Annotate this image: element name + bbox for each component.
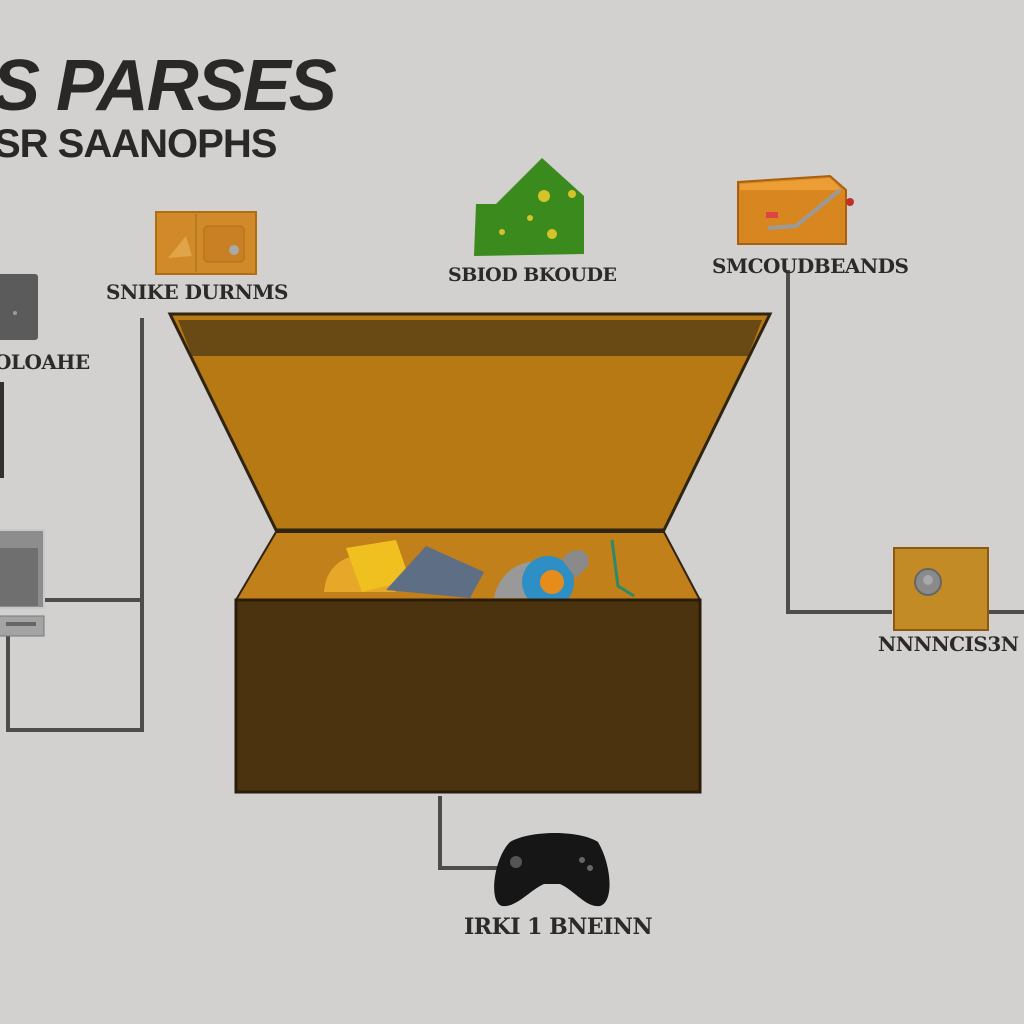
node-label-top-center: SBIOD BKOUDE bbox=[448, 264, 617, 286]
node-label-top-left: SNIKE DURNMS bbox=[106, 280, 288, 304]
connector-right bbox=[786, 270, 892, 614]
gamepad-icon bbox=[494, 833, 610, 907]
toy-box-icon bbox=[167, 312, 773, 794]
connector-lines bbox=[6, 270, 1024, 870]
computer-icon bbox=[0, 529, 45, 637]
node-label-top-right: SMCOUDBEANDS bbox=[712, 254, 909, 278]
page-subtitle: SR SAANOPHS bbox=[0, 122, 277, 166]
box-lid bbox=[167, 312, 773, 532]
tablet-icon bbox=[0, 274, 38, 478]
node-label-left: OLOAHE bbox=[0, 350, 90, 374]
folder-pencil-icon bbox=[737, 174, 854, 245]
money-stack-icon bbox=[474, 158, 584, 256]
toys bbox=[324, 539, 635, 608]
connector-bottom bbox=[438, 796, 498, 870]
page-title: S PARSES bbox=[0, 46, 337, 126]
box-front bbox=[234, 598, 702, 794]
orange-card-icon bbox=[155, 211, 257, 275]
connector-left-outer bbox=[6, 318, 144, 732]
node-label-right: NNNNCIS3N bbox=[878, 632, 1019, 656]
picture-card-icon bbox=[893, 547, 989, 631]
node-label-bottom: IRKI 1 BNEINN bbox=[464, 914, 653, 940]
